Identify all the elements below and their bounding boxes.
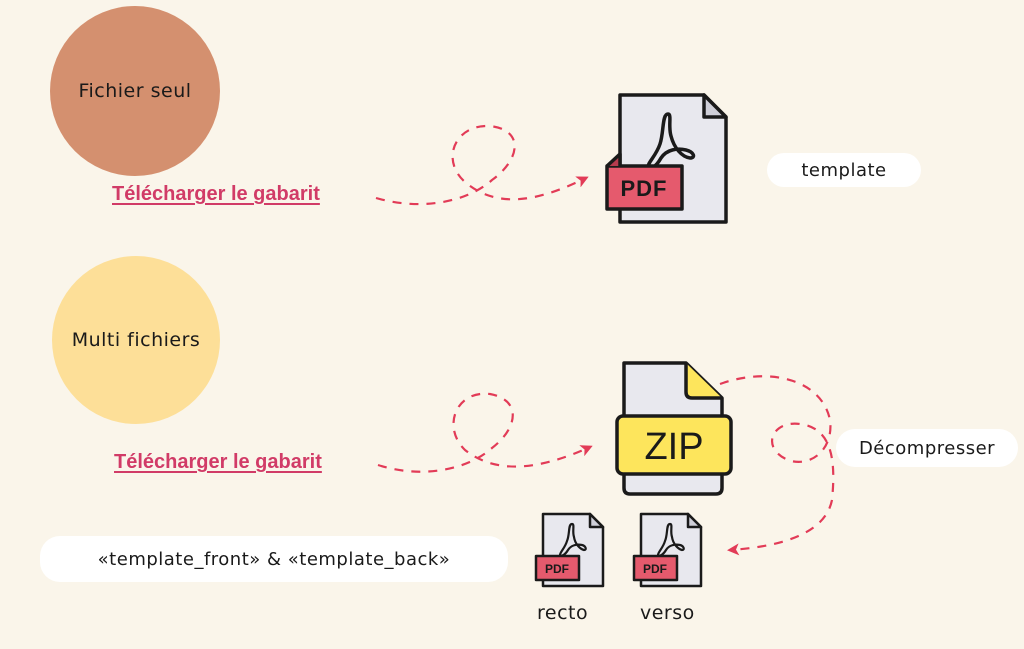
decompress-pill-label: Décompresser: [858, 437, 996, 459]
recto-badge-text: PDF: [545, 562, 569, 576]
zip-file-icon: ZIP: [615, 361, 733, 496]
template-files-pill-label: «template_front» & «template_back»: [97, 548, 451, 570]
template-pill: template: [767, 153, 921, 187]
recto-pdf-icon: PDF: [534, 512, 605, 588]
arrow-to-pdf: [375, 124, 589, 206]
multi-file-circle: Multi fichiers: [52, 256, 220, 424]
verso-label: verso: [640, 602, 695, 624]
pdf-badge-text: PDF: [621, 176, 668, 201]
multi-file-circle-label: Multi fichiers: [71, 329, 201, 351]
arrow-decompress: [719, 375, 835, 556]
arrow-to-zip: [377, 392, 593, 473]
single-file-circle-label: Fichier seul: [78, 80, 192, 102]
download-template-link-single[interactable]: Télécharger le gabarit: [112, 183, 320, 205]
recto-label: recto: [537, 602, 589, 624]
verso-badge-text: PDF: [643, 562, 667, 576]
single-file-circle: Fichier seul: [50, 6, 220, 176]
template-pill-label: template: [801, 159, 887, 181]
download-template-link-multi[interactable]: Télécharger le gabarit: [114, 451, 322, 473]
pdf-file-icon: PDF: [605, 93, 728, 224]
decompress-pill: Décompresser: [836, 429, 1018, 467]
template-files-pill: «template_front» & «template_back»: [40, 536, 508, 582]
zip-badge-text: ZIP: [644, 426, 703, 468]
verso-pdf-icon: PDF: [632, 512, 703, 588]
